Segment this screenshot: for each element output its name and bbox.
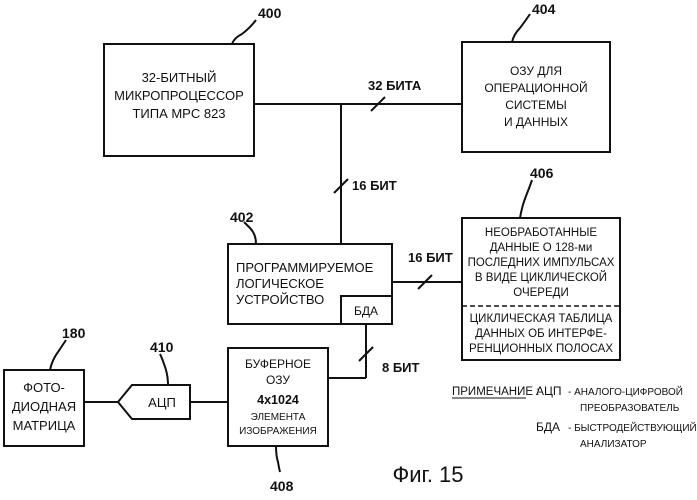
note-entry-2-line-2: АНАЛИЗАТОР <box>580 439 647 450</box>
memory406-top-line-2: ДАННЫЕ О 128-ми <box>490 242 593 254</box>
memory406-top-line-1: НЕОБРАБОТАННЫЕ <box>485 227 598 239</box>
memory406-top-line-5: ОЧЕРЕДИ <box>513 287 568 299</box>
photodiode-ref-leader <box>50 340 66 370</box>
ram-box <box>462 42 610 152</box>
ram-line-1: ОЗУ ДЛЯ <box>510 64 562 78</box>
cpu-line-3: ТИПА MPC 823 <box>132 106 225 121</box>
buffer-line-2: ОЗУ <box>266 373 290 387</box>
bus-label-pld-buffer: 8 БИТ <box>382 360 420 375</box>
cpu-ref-leader <box>232 20 256 44</box>
photodiode-ref: 180 <box>62 325 86 341</box>
photodiode-line-1: ФОТО- <box>23 380 65 395</box>
photodiode-line-3: МАТРИЦА <box>13 418 76 433</box>
photodiode-line-2: ДИОДНАЯ <box>12 399 76 414</box>
pld-line-2: ЛОГИЧЕСКОЕ <box>236 276 324 291</box>
memory406-ref-leader <box>520 180 532 218</box>
ram-block: ОЗУ ДЛЯ ОПЕРАЦИОННОЙ СИСТЕМЫ И ДАННЫХ 40… <box>462 1 610 152</box>
ram-ref-leader <box>512 14 530 42</box>
note-title: ПРИМЕЧАНИЕ : <box>452 386 539 398</box>
note-entry-2-line-1: - БЫСТРОДЕЙСТВУЮЩИЙ <box>568 421 697 434</box>
memory406-bottom-line-2: ДАННЫХ ОБ ИНТЕРФЕ- <box>475 328 607 340</box>
pld-block: ПРОГРАММИРУЕМОЕ ЛОГИЧЕСКОЕ УСТРОЙСТВО БД… <box>228 209 392 324</box>
adc-block: АЦП 410 <box>118 339 190 419</box>
memory406-bottom-line-3: РЕНЦИОННЫХ ПОЛОСАХ <box>469 343 613 355</box>
bus-label-cpu-ram: 32 БИТА <box>368 78 422 93</box>
buffer-sub-line-2: ИЗОБРАЖЕНИЯ <box>239 426 317 437</box>
memory406-top-line-3: ПОСЛЕДНИХ ИМПУЛЬСАХ <box>468 257 615 269</box>
pld-line-3: УСТРОЙСТВО <box>236 292 324 307</box>
figure-caption: Фиг. 15 <box>392 462 463 487</box>
bus-label-pld-mem: 16 БИТ <box>408 250 453 265</box>
buffer-ref: 408 <box>270 478 294 494</box>
bus-label-cpu-pld: 16 БИТ <box>352 178 397 193</box>
buffer-block: БУФЕРНОЕ ОЗУ 4x1024 ЭЛЕМЕНТА ИЗОБРАЖЕНИЯ… <box>228 348 328 494</box>
buffer-line-1: БУФЕРНОЕ <box>245 357 311 371</box>
adc-label: АЦП <box>148 395 176 410</box>
note-entry-1-abbr: АЦП <box>536 384 562 398</box>
pld-ref-leader <box>244 222 256 244</box>
note-entry-2-abbr: БДА <box>536 420 560 434</box>
pld-ref: 402 <box>230 209 254 225</box>
photodiode-block: ФОТО- ДИОДНАЯ МАТРИЦА 180 <box>4 325 86 446</box>
pld-line-1: ПРОГРАММИРУЕМОЕ <box>236 260 374 275</box>
note-block: ПРИМЕЧАНИЕ : АЦП - АНАЛОГО-ЦИФРОВОЙ ПРЕО… <box>452 384 697 450</box>
adc-ref-leader <box>160 354 168 385</box>
cpu-ref: 400 <box>258 5 282 21</box>
ram-line-4: И ДАННЫХ <box>504 115 568 129</box>
note-entry-1-line-2: ПРЕОБРАЗОВАТЕЛЬ <box>580 403 680 414</box>
memory406-top-line-4: В ВИДЕ ЦИКЛИЧЕСКОЙ <box>475 271 607 284</box>
adc-ref: 410 <box>150 339 174 355</box>
memory406-block: НЕОБРАБОТАННЫЕ ДАННЫЕ О 128-ми ПОСЛЕДНИХ… <box>462 165 620 360</box>
ram-line-3: СИСТЕМЫ <box>505 98 567 112</box>
memory406-bottom-line-1: ЦИКЛИЧЕСКАЯ ТАБЛИЦА <box>470 313 613 325</box>
ram-line-2: ОПЕРАЦИОННОЙ <box>484 80 587 95</box>
pld-sub-label: БДА <box>354 304 378 318</box>
buffer-size: 4x1024 <box>257 393 299 407</box>
ram-ref: 404 <box>532 1 556 17</box>
cpu-block: 32-БИТНЫЙ МИКРОПРОЦЕССОР ТИПА MPC 823 40… <box>104 5 282 156</box>
cpu-line-1: 32-БИТНЫЙ <box>142 70 217 85</box>
memory406-ref: 406 <box>530 165 554 181</box>
cpu-line-2: МИКРОПРОЦЕССОР <box>114 88 244 103</box>
note-entry-1-line-1: - АНАЛОГО-ЦИФРОВОЙ <box>568 385 683 398</box>
buffer-ref-leader <box>276 446 280 472</box>
buffer-sub-line-1: ЭЛЕМЕНТА <box>251 412 306 423</box>
